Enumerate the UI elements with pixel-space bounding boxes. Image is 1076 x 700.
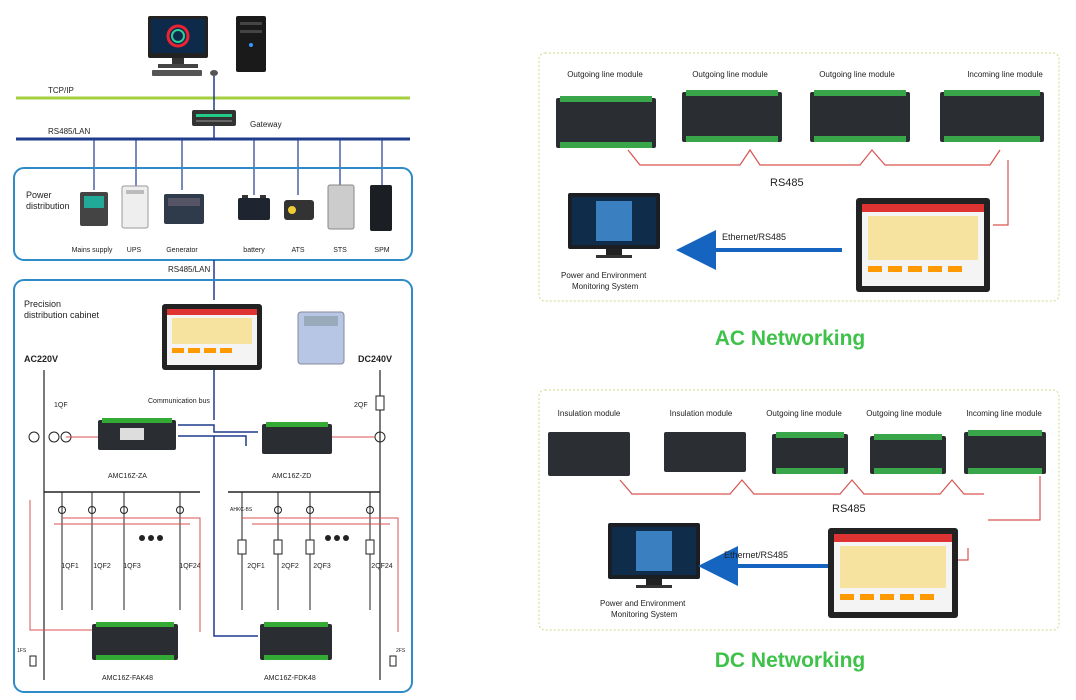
ac-module-icon — [810, 90, 910, 142]
power-item-label: SPM — [374, 247, 389, 254]
power-item-label: ATS — [291, 247, 304, 254]
power-item-label: battery — [243, 247, 265, 254]
ac-networking-panel — [538, 52, 1060, 302]
power-item-label: Generator — [166, 247, 198, 254]
dc-module-label: Incoming line module — [966, 409, 1042, 418]
workstation-monitor-icon — [148, 16, 218, 76]
power-item-label: STS — [333, 247, 347, 254]
dc-hmi-panel-icon — [828, 528, 958, 618]
ac-module-icon — [682, 90, 782, 142]
power-item-label: UPS — [127, 247, 142, 254]
rs485-lan-top-label: RS485/LAN — [48, 127, 90, 136]
sts-icon — [327, 184, 355, 230]
tcpip-label: TCP/IP — [48, 86, 74, 95]
ac-feeder-module-icon — [92, 622, 178, 660]
ac-module-icon — [940, 90, 1044, 142]
ac-monitor-label-2: Monitoring System — [572, 282, 639, 291]
dc-breaker-label: 2QF — [354, 402, 368, 409]
ac-monitor-label-1: Power and Environment — [561, 271, 647, 280]
dc-ethernet-label: Ethernet/RS485 — [724, 550, 788, 560]
power-box-title-2: distribution — [26, 201, 70, 211]
ac-module-label: AMC16Z-ZA — [108, 473, 147, 480]
gateway-label: Gateway — [250, 120, 282, 129]
dc-module-icon — [772, 432, 848, 474]
dc-monitor-icon — [608, 523, 700, 588]
ac-branch-label: 1QF1 — [61, 563, 79, 570]
dc-module-label: AMC16Z-ZD — [272, 473, 311, 480]
ac-module-label: Outgoing line module — [819, 70, 895, 79]
dc-rs485-label: RS485 — [832, 503, 866, 515]
ac-rs485-label: RS485 — [770, 177, 804, 189]
battery-icon — [238, 195, 270, 220]
ac-networking-title: AC Networking — [715, 327, 866, 350]
ac-module-za-icon — [98, 418, 176, 450]
dc-module-icon — [964, 430, 1046, 474]
dc-module-zd-icon — [262, 422, 332, 454]
ac-module-label: Incoming line module — [967, 70, 1043, 79]
dc-networking-title: DC Networking — [715, 649, 866, 672]
ac-branch-label: 1QF2 — [93, 563, 111, 570]
ac-feeder-module-label: AMC16Z-FAK48 — [102, 675, 153, 682]
cabinet-title-1: Precision — [24, 299, 61, 309]
dc-module-label: Insulation module — [670, 409, 733, 418]
dc-sensor-label: AHKC-BS — [230, 507, 253, 513]
power-distribution-box — [13, 167, 413, 261]
server-tower-icon — [236, 16, 266, 72]
dc-branch-label: 2QF2 — [281, 563, 299, 570]
spm-icon — [370, 185, 392, 231]
ac-ethernet-label: Ethernet/RS485 — [722, 232, 786, 242]
ac-module-icon — [556, 96, 656, 148]
dc-voltage-label: DC240V — [358, 354, 392, 364]
ats-icon — [284, 200, 314, 220]
ac-branch-label: 1QF24 — [179, 563, 201, 570]
power-box-title-1: Power — [26, 190, 52, 200]
ac-module-label: Outgoing line module — [567, 70, 643, 79]
ac-hmi-panel-icon — [856, 198, 990, 292]
dc-networking-panel — [538, 389, 1060, 631]
power-supply-module-icon — [297, 311, 345, 365]
ac-module-label: Outgoing line module — [692, 70, 768, 79]
dc-fuse-label: 2FS — [396, 648, 406, 654]
ac-voltage-label: AC220V — [24, 354, 58, 364]
dc-module-icon — [870, 434, 946, 474]
dc-module-icon — [664, 432, 746, 472]
dc-module-label: Insulation module — [558, 409, 621, 418]
generator-icon — [164, 194, 204, 224]
dc-branch-label: 2QF1 — [247, 563, 265, 570]
ac-breaker-label: 1QF — [54, 402, 68, 409]
ups-icon — [121, 185, 149, 229]
dc-branch-label: 2QF3 — [313, 563, 331, 570]
power-item-label: Mains supply — [72, 247, 113, 254]
ac-monitor-icon — [568, 193, 660, 258]
dc-module-label: Outgoing line module — [766, 409, 842, 418]
dc-module-label: Outgoing line module — [866, 409, 942, 418]
communication-bus-label: Communication bus — [148, 398, 210, 405]
ac-branch-label: 1QF3 — [123, 563, 141, 570]
dc-branch-label: 2QF24 — [371, 563, 393, 570]
dc-feeder-module-icon — [260, 622, 332, 660]
precision-cabinet-box — [13, 279, 413, 693]
rs485-lan-mid-label: RS485/LAN — [168, 265, 210, 274]
cabinet-title-2: distribution cabinet — [24, 310, 100, 320]
gateway-icon — [192, 110, 236, 126]
dc-feeder-module-label: AMC16Z-FDK48 — [264, 675, 316, 682]
hmi-panel-icon — [162, 304, 262, 370]
dc-monitor-label-2: Monitoring System — [611, 610, 678, 619]
ac-fuse-label: 1FS — [17, 648, 27, 654]
mains-supply-icon — [80, 192, 108, 226]
dc-monitor-label-1: Power and Environment — [600, 599, 686, 608]
dc-module-icon — [548, 432, 630, 476]
